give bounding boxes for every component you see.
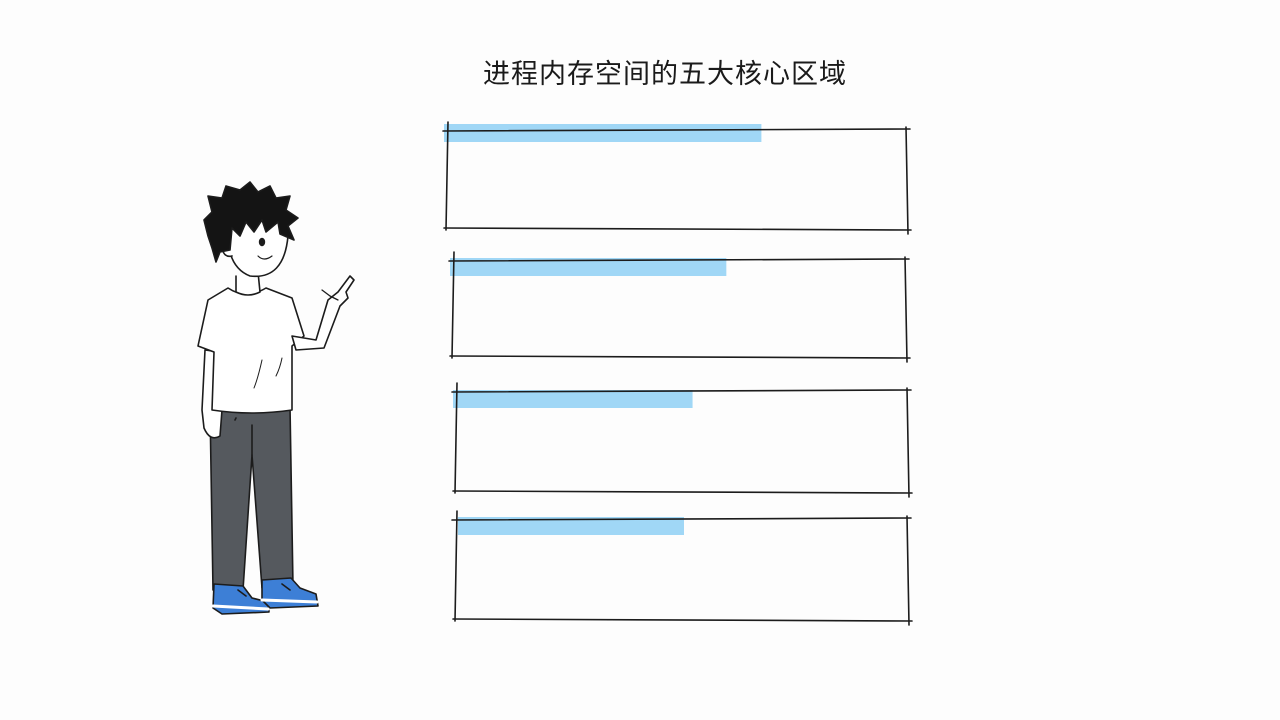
region-4-border-right <box>906 515 910 626</box>
region-1-highlight-bar <box>444 124 762 142</box>
region-boxes <box>442 121 913 626</box>
page-title: 进程内存空间的五大核心区域 <box>0 52 1280 91</box>
region-box-4 <box>451 510 913 626</box>
region-2-border-left <box>451 251 455 359</box>
shoes <box>211 577 319 615</box>
region-3-highlight-bar <box>453 390 693 408</box>
region-3-border-left <box>454 382 458 494</box>
presenter-figure <box>197 181 355 615</box>
region-box-2 <box>448 251 911 363</box>
smile <box>257 255 273 260</box>
shirt <box>197 287 305 414</box>
region-box-1 <box>442 121 912 235</box>
region-box-3 <box>451 382 913 498</box>
hair <box>203 181 299 263</box>
pants <box>209 405 294 591</box>
region-4-highlight-bar <box>458 517 684 535</box>
region-4-border-top <box>451 517 912 521</box>
region-3-border-bottom <box>452 490 913 494</box>
region-2-border-bottom <box>449 355 911 359</box>
region-3-border-top <box>451 389 912 393</box>
region-4-border-left <box>454 510 458 622</box>
region-1-border-left <box>445 121 449 231</box>
region-3-border-right <box>906 387 910 498</box>
region-2-highlight-bar <box>450 258 727 276</box>
region-1-border-right <box>905 126 909 235</box>
pointing-arm <box>291 275 355 351</box>
region-1-border-bottom <box>443 227 912 231</box>
region-2-border-right <box>904 256 908 363</box>
region-1-border-top <box>442 128 911 132</box>
region-2-border-top <box>448 258 910 262</box>
title-text: 进程内存空间的五大核心区域 <box>483 59 847 90</box>
eye <box>258 237 266 247</box>
region-4-border-bottom <box>452 618 913 622</box>
